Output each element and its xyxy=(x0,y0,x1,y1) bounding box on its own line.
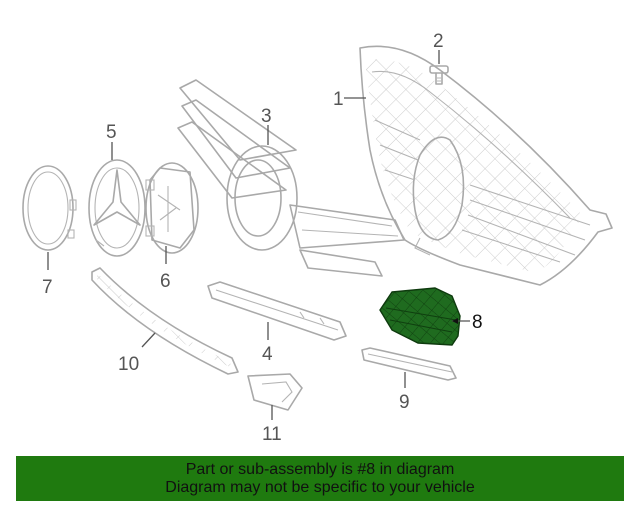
callout-8[interactable]: 8 xyxy=(472,312,483,333)
part-9-trim-strip[interactable] xyxy=(361,347,457,381)
part-8-lower-grille-insert[interactable] xyxy=(379,287,461,346)
leader-10 xyxy=(141,332,156,348)
banner-line-part: Part or sub-assembly is #8 in diagram xyxy=(185,460,455,478)
part-10-mesh-strip[interactable] xyxy=(91,267,239,375)
callout-5[interactable]: 5 xyxy=(106,122,117,143)
parts-diagram: 1 2 3 4 5 xyxy=(22,31,613,445)
part-2-clip[interactable] xyxy=(429,65,449,85)
callout-7[interactable]: 7 xyxy=(42,277,53,298)
callout-10[interactable]: 10 xyxy=(118,354,139,375)
callout-9[interactable]: 9 xyxy=(399,392,410,413)
part-6-emblem-housing[interactable] xyxy=(145,162,199,254)
callout-6[interactable]: 6 xyxy=(160,271,171,292)
part-7-ring[interactable] xyxy=(22,165,77,251)
callout-11[interactable]: 11 xyxy=(262,424,282,445)
callout-3[interactable]: 3 xyxy=(261,106,272,127)
part-5-star-emblem[interactable] xyxy=(88,159,146,257)
part-3-grille-frame[interactable] xyxy=(177,79,405,277)
callout-1[interactable]: 1 xyxy=(333,89,344,110)
part-1-grille[interactable] xyxy=(359,45,613,286)
info-banner: Part or sub-assembly is #8 in diagram Di… xyxy=(16,456,624,501)
callout-2[interactable]: 2 xyxy=(433,31,444,52)
banner-line-disclaimer: Diagram may not be specific to your vehi… xyxy=(165,478,475,496)
part-4-lower-trim[interactable] xyxy=(207,281,347,341)
part-11-bracket[interactable] xyxy=(247,373,303,411)
callout-4[interactable]: 4 xyxy=(262,344,273,365)
leader-8-arrow xyxy=(452,318,458,324)
